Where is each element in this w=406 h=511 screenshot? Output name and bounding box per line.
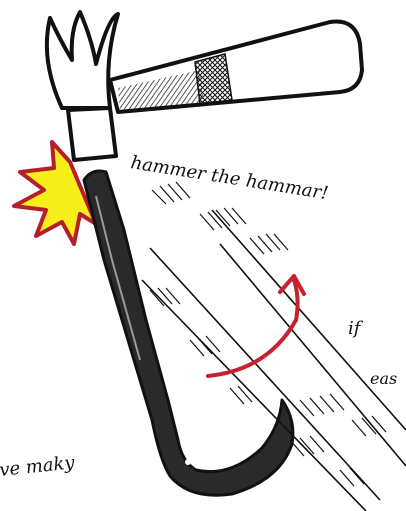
hammer-icon (47, 12, 362, 160)
caption-main: hammer the hammar! (129, 152, 329, 204)
caption-right-1: if (348, 318, 364, 339)
crowbar-icon (84, 171, 293, 495)
hammer-claw (47, 12, 118, 108)
hammer-head (68, 108, 116, 160)
caption-bottom-left: ve maky (0, 452, 76, 481)
crowbar-nail-hole (185, 459, 191, 465)
caption-right-2: eas (370, 369, 397, 388)
